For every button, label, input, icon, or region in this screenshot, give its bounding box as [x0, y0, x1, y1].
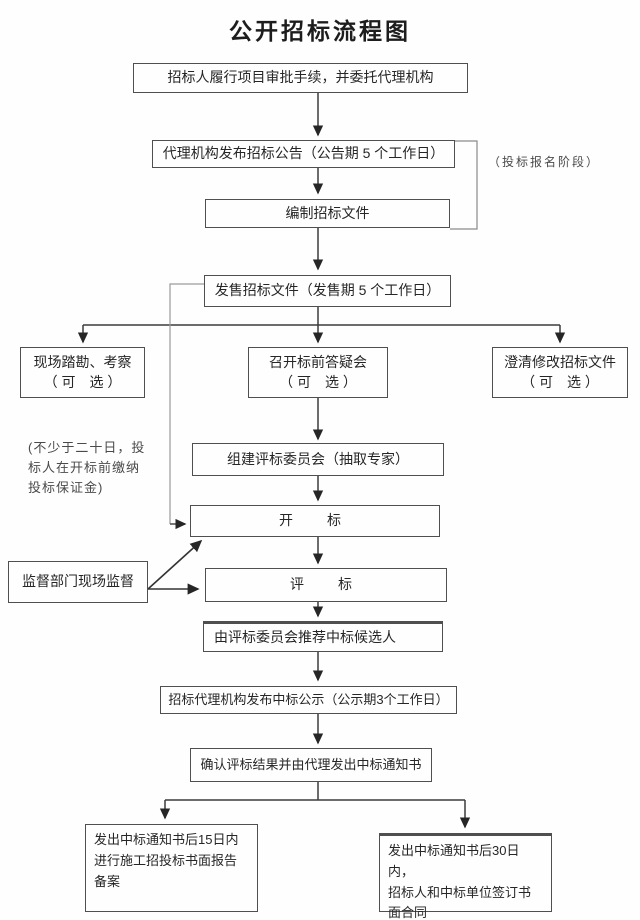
connector-supervision-arrows [147, 539, 203, 595]
node-clarify-docs: 澄清修改招标文件 （ 可 选 ） [492, 347, 628, 398]
node-sell-docs: 发售招标文件（发售期 5 个工作日） [204, 275, 451, 307]
node-site-visit-line2: （ 可 选 ） [43, 373, 122, 390]
node-contract: 发出中标通知书后30日内， 招标人和中标单位签订书 面合同 [379, 833, 552, 920]
node-committee: 组建评标委员会（抽取专家） [192, 443, 444, 476]
node-confirm-notice: 确认评标结果并由代理发出中标通知书 [190, 748, 432, 782]
node-announcement: 代理机构发布招标公告（公告期 5 个工作日） [152, 140, 455, 168]
node-site-visit: 现场踏勘、考察 （ 可 选 ） [20, 347, 145, 398]
node-filing-line2: 进行施工招投标书面报告 [94, 852, 238, 868]
node-clarify-docs-line2: （ 可 选 ） [521, 373, 599, 390]
deposit-note-line1: (不少于二十日，投 [28, 440, 146, 455]
registration-phase-note: （投标报名阶段） [488, 155, 601, 169]
node-filing-line1: 发出中标通知书后15日内 [94, 832, 239, 847]
node-qa-meeting-line2: （ 可 选 ） [279, 373, 357, 390]
node-contract-line3: 面合同 [388, 905, 428, 920]
node-filing-line3: 备案 [94, 873, 121, 889]
connector-split [159, 799, 471, 829]
node-filing: 发出中标通知书后15日内 进行施工招投标书面报告 备案 [85, 824, 258, 912]
deposit-note: (不少于二十日，投 标人在开标前缴纳 投标保证金) [28, 438, 178, 498]
node-qa-meeting: 召开标前答疑会 （ 可 选 ） [248, 347, 388, 398]
node-site-visit-line1: 现场踏勘、考察 [33, 353, 132, 370]
node-win-publicity: 招标代理机构发布中标公示（公示期3个工作日） [160, 686, 457, 714]
node-approval: 招标人履行项目审批手续，并委托代理机构 [133, 63, 468, 93]
deposit-note-line2: 标人在开标前缴纳 [28, 460, 141, 475]
node-contract-line2: 招标人和中标单位签订书 [388, 884, 532, 900]
node-recommend: 由评标委员会推荐中标候选人 [203, 621, 443, 652]
node-prepare-docs: 编制招标文件 [205, 199, 450, 228]
node-supervision: 监督部门现场监督 [8, 561, 148, 603]
node-qa-meeting-line1: 召开标前答疑会 [269, 353, 367, 370]
node-contract-line1: 发出中标通知书后30日内， [388, 843, 520, 879]
node-bid-evaluation: 评 标 [205, 568, 447, 602]
node-clarify-docs-line1: 澄清修改招标文件 [504, 353, 616, 370]
node-bid-opening: 开 标 [190, 505, 440, 537]
connector-branch [77, 324, 566, 344]
page-title: 公开招标流程图 [229, 18, 411, 44]
deposit-note-line3: 投标保证金) [28, 480, 104, 495]
